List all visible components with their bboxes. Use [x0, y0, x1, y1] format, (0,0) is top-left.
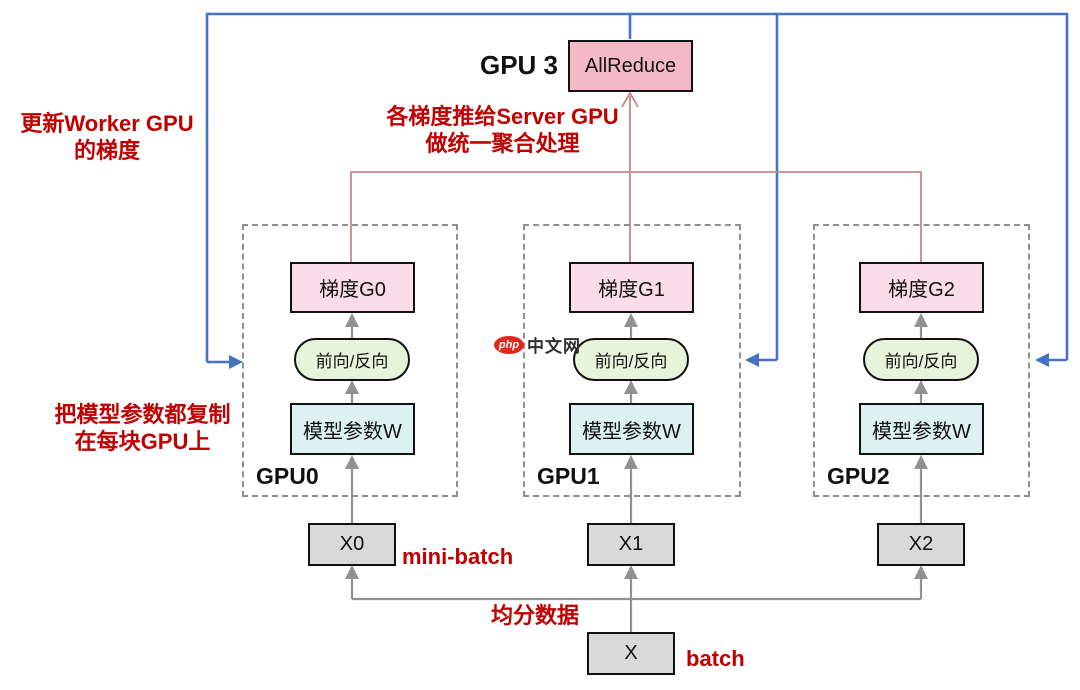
gpu0-dashed-box: [242, 224, 458, 497]
gpu1-forward-node: 前向/反向: [573, 338, 689, 381]
annotation-mini-batch: mini-batch: [402, 544, 514, 569]
gray-arrowhead-grad0: [345, 313, 359, 327]
gray-arrowhead-grad1: [624, 313, 638, 327]
gpu0-input-node: X0: [308, 523, 396, 566]
gpu2-forward-node: 前向/反向: [863, 338, 979, 381]
gray-arrowhead-grad2: [914, 313, 928, 327]
rose-arrowhead-allreduce: [621, 91, 639, 108]
gray-arrowhead-fwd2: [914, 380, 928, 394]
gpu1-input-node: X1: [587, 523, 675, 566]
annotation-push-server: 各梯度推给Server GPU 做统一聚合处理: [360, 103, 645, 157]
watermark: php 中文网: [494, 332, 581, 357]
gpu1-gradient-node: 梯度G1: [569, 262, 694, 313]
rose-merge-path: [350, 171, 922, 262]
gpu2-input-node: X2: [877, 523, 965, 566]
watermark-text: 中文网: [527, 337, 581, 356]
blue-arrowhead-gpu2: [1035, 353, 1049, 367]
annotation-update-worker: 更新Worker GPU 的梯度: [2, 110, 212, 164]
gpu1-params-node: 模型参数W: [569, 403, 694, 455]
annotation-copy-params-line2: 在每块GPU上: [74, 429, 211, 454]
allreduce-node: AllReduce: [568, 40, 693, 92]
gpu2-gradient-node: 梯度G2: [859, 262, 984, 313]
annotation-batch: batch: [686, 646, 745, 671]
annotation-split-data: 均分数据: [490, 603, 579, 628]
gray-arrowhead-x1: [624, 565, 638, 579]
blue-arrowhead-gpu1: [745, 353, 759, 367]
gpu2-label: GPU2: [827, 463, 890, 489]
gpu1-dashed-box: [523, 224, 741, 497]
gray-arrowhead-params2: [914, 455, 928, 469]
watermark-php-logo: php: [494, 335, 524, 354]
annotation-update-worker-line2: 的梯度: [73, 138, 140, 163]
gray-arrowhead-x0: [345, 565, 359, 579]
gpu1-label: GPU1: [537, 463, 600, 489]
gpu0-forward-node: 前向/反向: [294, 338, 410, 381]
gray-arrowhead-params1: [624, 455, 638, 469]
blue-update-path: [205, 12, 1069, 362]
gray-arrowhead-x2: [914, 565, 928, 579]
annotation-push-server-line2: 做统一聚合处理: [425, 131, 580, 156]
gpu2-params-node: 模型参数W: [859, 403, 984, 455]
annotation-push-server-line1: 各梯度推给Server GPU: [386, 104, 619, 129]
batch-input-node: X: [587, 632, 675, 675]
gpu3-label: GPU 3: [479, 50, 558, 80]
annotation-update-worker-line1: 更新Worker GPU: [20, 111, 194, 136]
gray-arrowhead-params0: [345, 455, 359, 469]
gpu2-dashed-box: [813, 224, 1030, 497]
annotation-copy-params: 把模型参数都复制 在每块GPU上: [35, 401, 250, 455]
blue-arrowhead-gpu0: [229, 355, 243, 369]
gpu0-gradient-node: 梯度G0: [290, 262, 415, 313]
gray-arrowhead-fwd1: [624, 380, 638, 394]
gpu0-label: GPU0: [256, 463, 319, 489]
gpu0-params-node: 模型参数W: [290, 403, 415, 455]
annotation-copy-params-line1: 把模型参数都复制: [54, 402, 231, 427]
gray-arrowhead-fwd0: [345, 380, 359, 394]
